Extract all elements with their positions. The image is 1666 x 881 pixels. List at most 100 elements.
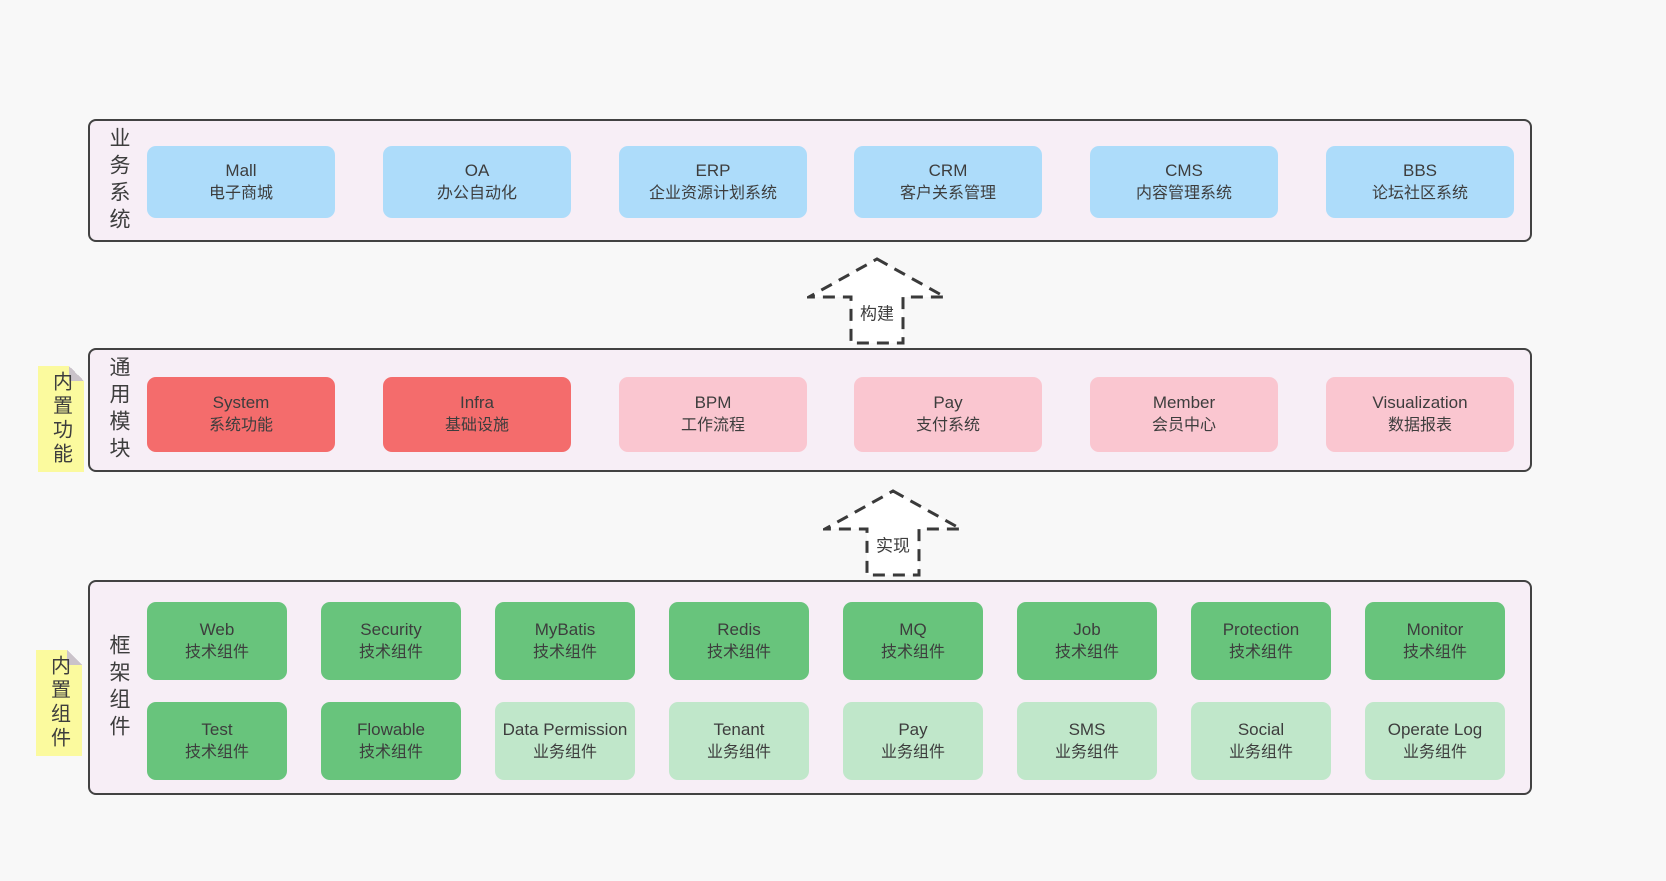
box-mall: Mall 电子商城 — [147, 146, 335, 218]
box-en-label: BBS — [1402, 160, 1438, 180]
box-tenant: Tenant 业务组件 — [669, 702, 809, 780]
box-web: Web 技术组件 — [147, 602, 287, 680]
box-sms: SMS 业务组件 — [1017, 702, 1157, 780]
box-zh-label: 论坛社区系统 — [1371, 184, 1468, 202]
box-pay-module: Pay 支付系统 — [854, 377, 1042, 452]
box-en-label: Infra — [459, 393, 495, 413]
box-en-label: Pay — [933, 393, 963, 413]
box-en-label: Tenant — [713, 719, 765, 739]
box-redis: Redis 技术组件 — [669, 602, 809, 680]
box-en-label: CRM — [928, 160, 968, 180]
section-business-systems: 业务系统 Mall 电子商城 OA 办公自动化 ERP 企业资源计划系统 CRM… — [88, 119, 1532, 242]
note-built-in-features: 内置功能 — [38, 366, 84, 472]
box-bbs: BBS 论坛社区系统 — [1326, 146, 1514, 218]
box-en-label: Job — [1073, 619, 1101, 639]
folded-corner-icon — [69, 366, 84, 381]
box-en-label: Member — [1152, 393, 1216, 413]
box-en-label: Visualization — [1372, 393, 1468, 413]
box-system: System 系统功能 — [147, 377, 335, 452]
box-zh-label: 技术组件 — [706, 643, 771, 661]
box-zh-label: 业务组件 — [706, 743, 771, 761]
box-en-label: MyBatis — [534, 619, 596, 639]
box-en-label: Data Permission — [502, 719, 628, 739]
box-job: Job 技术组件 — [1017, 602, 1157, 680]
box-en-label: Security — [360, 619, 422, 639]
box-zh-label: 支付系统 — [915, 417, 980, 435]
box-crm: CRM 客户关系管理 — [854, 146, 1042, 218]
box-zh-label: 技术组件 — [880, 643, 945, 661]
box-monitor: Monitor 技术组件 — [1365, 602, 1505, 680]
box-zh-label: 业务组件 — [1228, 743, 1293, 761]
box-en-label: System — [212, 393, 270, 413]
box-pay-component: Pay 业务组件 — [843, 702, 983, 780]
box-flowable: Flowable 技术组件 — [321, 702, 461, 780]
box-zh-label: 数据报表 — [1387, 417, 1452, 435]
box-data-permission: Data Permission 业务组件 — [495, 702, 635, 780]
box-en-label: Monitor — [1406, 619, 1464, 639]
box-social: Social 业务组件 — [1191, 702, 1331, 780]
arrow-implement-label: 实现 — [874, 531, 912, 557]
box-zh-label: 电子商城 — [208, 184, 273, 202]
box-en-label: Pay — [898, 719, 928, 739]
box-member: Member 会员中心 — [1090, 377, 1278, 452]
box-zh-label: 企业资源计划系统 — [648, 184, 777, 202]
box-security: Security 技术组件 — [321, 602, 461, 680]
section-framework-label: 框架组件 — [107, 633, 130, 742]
box-en-label: OA — [464, 160, 490, 180]
box-zh-label: 业务组件 — [1054, 743, 1119, 761]
section-common-modules: 通用模块 System 系统功能 Infra 基础设施 BPM 工作流程 Pay… — [88, 348, 1532, 472]
box-zh-label: 会员中心 — [1151, 417, 1216, 435]
box-mybatis: MyBatis 技术组件 — [495, 602, 635, 680]
box-infra: Infra 基础设施 — [383, 377, 571, 452]
note-built-in-features-label: 内置功能 — [49, 371, 72, 467]
box-zh-label: 工作流程 — [680, 417, 745, 435]
box-zh-label: 技术组件 — [184, 743, 249, 761]
box-erp: ERP 企业资源计划系统 — [619, 146, 807, 218]
box-zh-label: 基础设施 — [444, 417, 509, 435]
section-common-modules-label: 通用模块 — [107, 356, 130, 464]
box-zh-label: 业务组件 — [880, 743, 945, 761]
note-built-in-components-label: 内置组件 — [47, 655, 70, 751]
box-zh-label: 业务组件 — [532, 743, 597, 761]
note-built-in-components: 内置组件 — [36, 650, 82, 756]
box-en-label: BPM — [694, 393, 732, 413]
box-zh-label: 业务组件 — [1402, 743, 1467, 761]
section-business-label: 业务系统 — [107, 126, 130, 235]
box-bpm: BPM 工作流程 — [619, 377, 807, 452]
box-en-label: Operate Log — [1387, 719, 1483, 739]
box-zh-label: 系统功能 — [208, 417, 273, 435]
box-en-label: Protection — [1222, 619, 1300, 639]
box-zh-label: 技术组件 — [184, 643, 249, 661]
box-zh-label: 技术组件 — [532, 643, 597, 661]
box-zh-label: 技术组件 — [1228, 643, 1293, 661]
box-zh-label: 技术组件 — [358, 743, 423, 761]
box-en-label: MQ — [899, 619, 927, 639]
box-operate-log: Operate Log 业务组件 — [1365, 702, 1505, 780]
box-en-label: ERP — [695, 160, 731, 180]
box-test: Test 技术组件 — [147, 702, 287, 780]
box-cms: CMS 内容管理系统 — [1090, 146, 1278, 218]
box-en-label: Test — [201, 719, 233, 739]
box-protection: Protection 技术组件 — [1191, 602, 1331, 680]
box-en-label: Flowable — [356, 719, 426, 739]
arrow-build-label: 构建 — [858, 299, 896, 325]
box-visualization: Visualization 数据报表 — [1326, 377, 1514, 452]
box-en-label: Social — [1237, 719, 1285, 739]
box-en-label: SMS — [1068, 719, 1106, 739]
arrow-build: 构建 — [807, 257, 947, 345]
arrow-implement: 实现 — [823, 489, 963, 577]
box-zh-label: 内容管理系统 — [1135, 184, 1232, 202]
box-zh-label: 办公自动化 — [436, 184, 517, 202]
box-zh-label: 技术组件 — [1054, 643, 1119, 661]
box-oa: OA 办公自动化 — [383, 146, 571, 218]
box-zh-label: 技术组件 — [1402, 643, 1467, 661]
folded-corner-icon — [67, 650, 82, 665]
box-zh-label: 技术组件 — [358, 643, 423, 661]
section-framework-components: 框架组件 Web 技术组件 Security 技术组件 MyBatis 技术组件… — [88, 580, 1532, 795]
box-zh-label: 客户关系管理 — [899, 184, 996, 202]
box-en-label: Web — [199, 619, 235, 639]
box-en-label: Redis — [717, 619, 761, 639]
box-en-label: CMS — [1165, 160, 1203, 180]
box-mq: MQ 技术组件 — [843, 602, 983, 680]
